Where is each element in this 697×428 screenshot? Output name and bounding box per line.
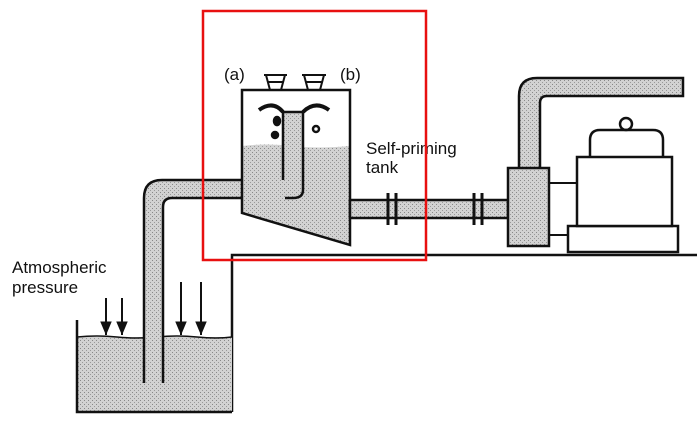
- label-tank-line1: Self-priming: [366, 139, 457, 158]
- riser-pipe: [281, 110, 305, 200]
- motor-body: [575, 155, 674, 228]
- highlight-box: [201, 9, 428, 262]
- label-tank-line2: tank: [366, 158, 399, 177]
- outlet-pipe: [517, 76, 685, 168]
- label-atm-line2: pressure: [12, 278, 78, 297]
- atmospheric-pressure-arrows: [100, 282, 207, 336]
- droplet: [270, 130, 280, 140]
- coupling-lines: [549, 182, 577, 236]
- self-priming-tank: [240, 88, 352, 247]
- flange: [386, 193, 484, 225]
- label-atm-line1: Atmospheric: [12, 258, 107, 277]
- valve-a: [264, 74, 287, 91]
- spray-right: [301, 103, 331, 114]
- reservoir: [75, 320, 232, 414]
- motor-lifting-eye: [618, 116, 634, 132]
- droplet: [311, 124, 321, 134]
- spray-left: [257, 103, 285, 114]
- motor-base: [566, 224, 680, 254]
- ground-line: [230, 253, 697, 412]
- droplet: [272, 115, 282, 127]
- discharge-pipe: [348, 198, 510, 220]
- pump: [506, 166, 551, 248]
- label-valve-b: (b): [340, 65, 361, 84]
- valve-b: [302, 74, 326, 91]
- label-valve-a: (a): [224, 65, 245, 84]
- motor-cap: [588, 128, 665, 157]
